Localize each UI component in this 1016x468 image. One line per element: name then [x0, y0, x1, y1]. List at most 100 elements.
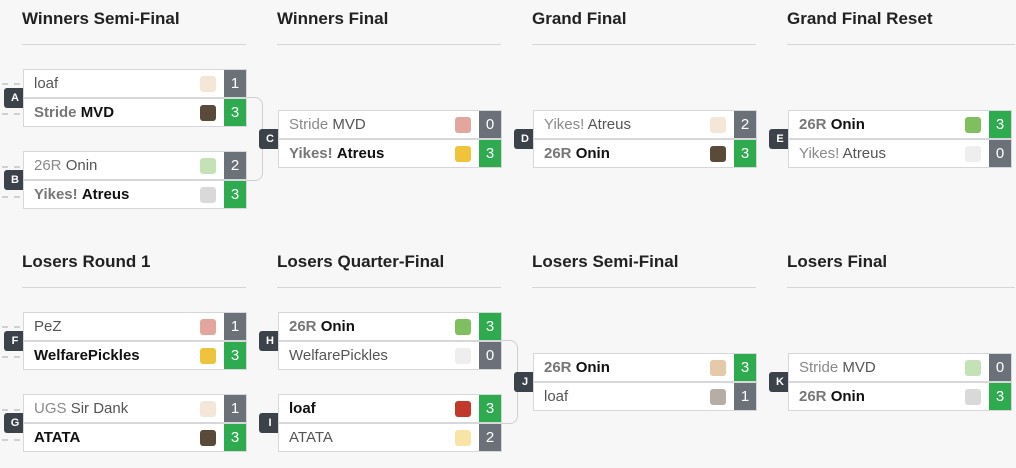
player-name: UGS Sir Dank	[34, 395, 128, 422]
team-prefix: 26R	[34, 157, 62, 174]
player-name: 26R Onin	[544, 354, 610, 381]
team-prefix: 26R	[544, 145, 572, 162]
character-icon	[200, 430, 216, 446]
player-name: 26R Onin	[544, 140, 610, 167]
team-prefix: 26R	[799, 388, 827, 405]
bracket-stub	[2, 166, 20, 168]
player-tag: WelfarePickles	[289, 347, 388, 364]
player-row[interactable]: UGS Sir Dank 1	[23, 394, 247, 423]
column-divider	[787, 44, 1015, 45]
player-tag: Onin	[65, 157, 98, 174]
score-box: 2	[224, 152, 246, 179]
player-name: 26R Onin	[34, 152, 97, 179]
player-tag: ATATA	[289, 429, 333, 446]
player-row[interactable]: ATATA 3	[23, 423, 247, 452]
character-icon	[200, 348, 216, 364]
score-box: 3	[734, 354, 756, 381]
player-name: 26R Onin	[799, 383, 865, 410]
column-title-losers-quarter-final: Losers Quarter-Final	[277, 252, 445, 271]
score-box: 3	[989, 111, 1011, 138]
character-icon	[455, 430, 471, 446]
score-box: 1	[734, 383, 756, 410]
bracket-stub	[2, 409, 20, 411]
player-tag: MVD	[332, 116, 366, 133]
character-icon	[710, 389, 726, 405]
player-tag: ATATA	[34, 429, 81, 446]
player-row[interactable]: 26R Onin 2	[23, 151, 247, 180]
team-prefix: Stride	[799, 359, 839, 376]
score-box: 2	[479, 424, 501, 451]
score-box: 1	[224, 395, 246, 422]
column-title-grand-final: Grand Final	[532, 9, 627, 28]
character-icon	[965, 360, 981, 376]
bracket-stub	[2, 196, 20, 198]
column-divider	[532, 44, 756, 45]
column-title-losers-final: Losers Final	[787, 252, 888, 271]
score-box: 3	[479, 313, 501, 340]
player-row[interactable]: 26R Onin 3	[533, 353, 757, 382]
player-tag: MVD	[842, 359, 876, 376]
column-title-grand-final-reset: Grand Final Reset	[787, 9, 933, 28]
player-name: Stride MVD	[34, 99, 114, 126]
score-box: 1	[224, 313, 246, 340]
player-name: ATATA	[34, 424, 80, 451]
player-name: Yikes! Atreus	[544, 111, 631, 138]
score-box: 2	[734, 111, 756, 138]
player-tag: Onin	[830, 388, 865, 405]
player-row[interactable]: loaf 3	[278, 394, 502, 423]
column-title-losers-semi-final: Losers Semi-Final	[532, 252, 679, 271]
column-divider	[532, 287, 756, 288]
player-tag: Onin	[320, 318, 355, 335]
team-prefix: Stride	[34, 104, 77, 121]
character-icon	[200, 76, 216, 92]
player-tag: Onin	[575, 359, 610, 376]
player-tag: loaf	[289, 400, 316, 417]
player-row[interactable]: ATATA 2	[278, 423, 502, 452]
player-name: loaf	[289, 395, 316, 422]
team-prefix: UGS	[34, 400, 67, 417]
character-icon	[455, 319, 471, 335]
team-prefix: Yikes!	[544, 116, 585, 133]
player-name: Yikes! Atreus	[289, 140, 384, 167]
player-row[interactable]: WelfarePickles 0	[278, 341, 502, 370]
player-name: Stride MVD	[799, 354, 876, 381]
score-box: 0	[479, 342, 501, 369]
player-name: PeZ	[34, 313, 62, 340]
player-name: WelfarePickles	[34, 342, 140, 369]
character-icon	[200, 105, 216, 121]
score-box: 1	[224, 70, 246, 97]
player-row[interactable]: PeZ 1	[23, 312, 247, 341]
character-icon	[965, 389, 981, 405]
player-row[interactable]: Yikes! Atreus 2	[533, 110, 757, 139]
team-prefix: Yikes!	[799, 145, 840, 162]
player-tag: Atreus	[842, 145, 886, 162]
score-box: 3	[224, 424, 246, 451]
player-tag: MVD	[80, 104, 115, 121]
character-icon	[455, 117, 471, 133]
score-box: 3	[479, 395, 501, 422]
